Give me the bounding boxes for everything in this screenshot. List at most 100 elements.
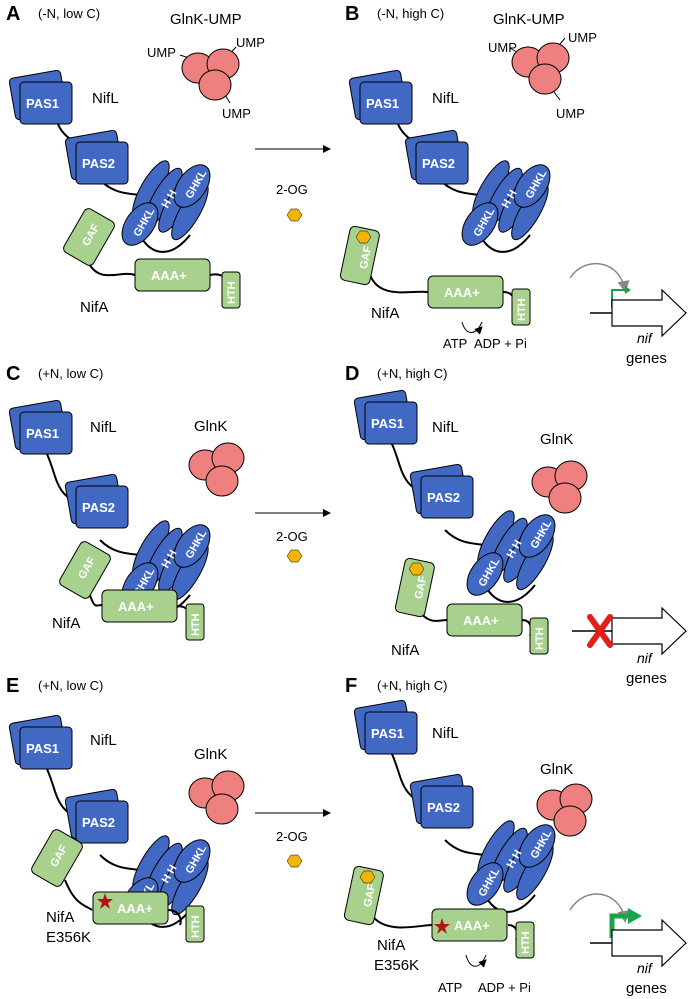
- aaa-label: AAA+: [454, 918, 490, 933]
- nifa-label: NifA: [371, 305, 399, 322]
- nifa-label: NifA: [80, 299, 108, 316]
- glnk-trimer: [509, 37, 570, 101]
- 2og-hexagon-icon: [286, 854, 303, 868]
- mutant-label: E356K: [374, 957, 419, 974]
- panel-label: E: [6, 675, 19, 697]
- ump-label: UMP: [556, 106, 585, 121]
- pas1-label: PAS1: [26, 426, 59, 441]
- nifl-label: NifL: [90, 419, 117, 436]
- two-og-label: 2-OG: [276, 182, 308, 197]
- nif-label: nif: [637, 650, 654, 666]
- panel-f: F (+N, high C) GlnK PAS1 PAS2: [343, 675, 687, 997]
- ump-label: UMP: [236, 35, 265, 50]
- nifa-label: NifA: [46, 909, 74, 926]
- two-og-label: 2-OG: [276, 829, 308, 844]
- nifa-protein: [63, 208, 241, 309]
- nifl-label: NifL: [90, 732, 117, 749]
- panel-condition: (+N, high C): [377, 366, 447, 381]
- pas2-label: PAS2: [422, 156, 455, 171]
- gene-arrow-icon: [611, 288, 687, 338]
- glnk-label: GlnK: [194, 746, 227, 763]
- glnk-trimer: [536, 783, 593, 837]
- atp-label: ATP: [443, 336, 467, 351]
- glnk-label: GlnK-UMP: [170, 11, 242, 28]
- nif-label: nif: [637, 960, 654, 976]
- pas2-label: PAS2: [82, 156, 115, 171]
- nif-gene-blocked: [572, 606, 687, 656]
- panel-c: C (+N, low C) GlnK PAS1 PAS2: [6, 363, 245, 641]
- hth-label: HTH: [520, 931, 532, 954]
- nifa-label: NifA: [391, 642, 419, 659]
- hth-label: HTH: [534, 627, 546, 650]
- pas2-label: PAS2: [427, 800, 460, 815]
- panel-e: E (+N, low C) GlnK PAS1 PAS2: [6, 675, 245, 946]
- glnk-trimer: [179, 46, 240, 104]
- panel-condition: (-N, high C): [377, 6, 444, 21]
- glnk-label: GlnK-UMP: [493, 11, 565, 28]
- panel-label: D: [345, 363, 359, 385]
- nifa-protein: [343, 865, 535, 959]
- panel-label: F: [345, 675, 357, 697]
- panel-label: C: [6, 363, 20, 385]
- nifa-protein: [394, 557, 549, 655]
- panel-a: A (-N, low C) GlnK-UMP UMP UMP UMP: [6, 3, 265, 316]
- glnk-label: GlnK: [540, 431, 573, 448]
- nifl-protein: [8, 399, 211, 613]
- nif-gene-activation: [569, 893, 687, 968]
- nifa-protein: [59, 541, 205, 641]
- nif-gene-activation: [569, 262, 687, 338]
- adp-label: ADP + Pi: [474, 336, 527, 351]
- nifl-protein: [353, 389, 556, 603]
- panel-label: A: [6, 3, 20, 25]
- 2og-hexagon-icon: [286, 208, 303, 222]
- pas1-label: PAS1: [26, 96, 59, 111]
- panel-condition: (+N, low C): [38, 366, 103, 381]
- gene-arrow-icon: [611, 918, 687, 968]
- pas1-label: PAS1: [371, 416, 404, 431]
- pas2-label: PAS2: [427, 490, 460, 505]
- nifa-protein: [339, 225, 531, 326]
- panel-b: B (-N, high C) GlnK-UMP UMP UMP UMP: [339, 3, 687, 367]
- atp-hydrolysis: [461, 321, 483, 335]
- nifa-label: NifA: [377, 937, 405, 954]
- atp-hydrolysis: [465, 954, 487, 968]
- glnk-trimer: [188, 770, 245, 825]
- ump-label: UMP: [222, 106, 251, 121]
- hth-label: HTH: [516, 298, 528, 321]
- panel-condition: (+N, low C): [38, 678, 103, 693]
- nifl-protein: [348, 69, 551, 253]
- nifl-protein: [8, 69, 211, 253]
- panel-label: B: [345, 3, 359, 25]
- gaf-label: GAF: [358, 245, 375, 270]
- mutant-label: E356K: [46, 929, 91, 946]
- gene-arrow-icon: [611, 606, 687, 656]
- pas1-label: PAS1: [366, 96, 399, 111]
- ump-label: UMP: [488, 40, 517, 55]
- genes-label: genes: [626, 350, 667, 367]
- genes-label: genes: [626, 980, 667, 997]
- gaf-label: GAF: [362, 883, 379, 908]
- aaa-label: AAA+: [463, 613, 499, 628]
- blocked-x-icon: [587, 614, 613, 648]
- panel-condition: (-N, low C): [38, 6, 100, 21]
- pas2-label: PAS2: [82, 500, 115, 515]
- nifl-label: NifL: [432, 419, 459, 436]
- nifl-label: NifL: [432, 725, 459, 742]
- panel-d: D (+N, high C) GlnK PAS1 PAS2: [345, 363, 687, 687]
- atp-label: ATP: [438, 980, 462, 995]
- hth-label: HTH: [190, 613, 202, 636]
- 2og-hexagon-icon: [286, 549, 303, 563]
- pas1-label: PAS1: [26, 741, 59, 756]
- pas2-label: PAS2: [82, 815, 115, 830]
- nif-label: nif: [637, 330, 654, 346]
- aaa-label: AAA+: [118, 599, 154, 614]
- nifl-protein: [353, 699, 556, 913]
- two-og-label: 2-OG: [276, 529, 308, 544]
- gaf-label: GAF: [413, 575, 430, 600]
- nifa-label: NifA: [52, 615, 80, 632]
- mutation-star-icon: [97, 893, 113, 909]
- glnk-trimer: [188, 442, 245, 497]
- hth-label: HTH: [226, 281, 238, 304]
- nifl-label: NifL: [432, 90, 459, 107]
